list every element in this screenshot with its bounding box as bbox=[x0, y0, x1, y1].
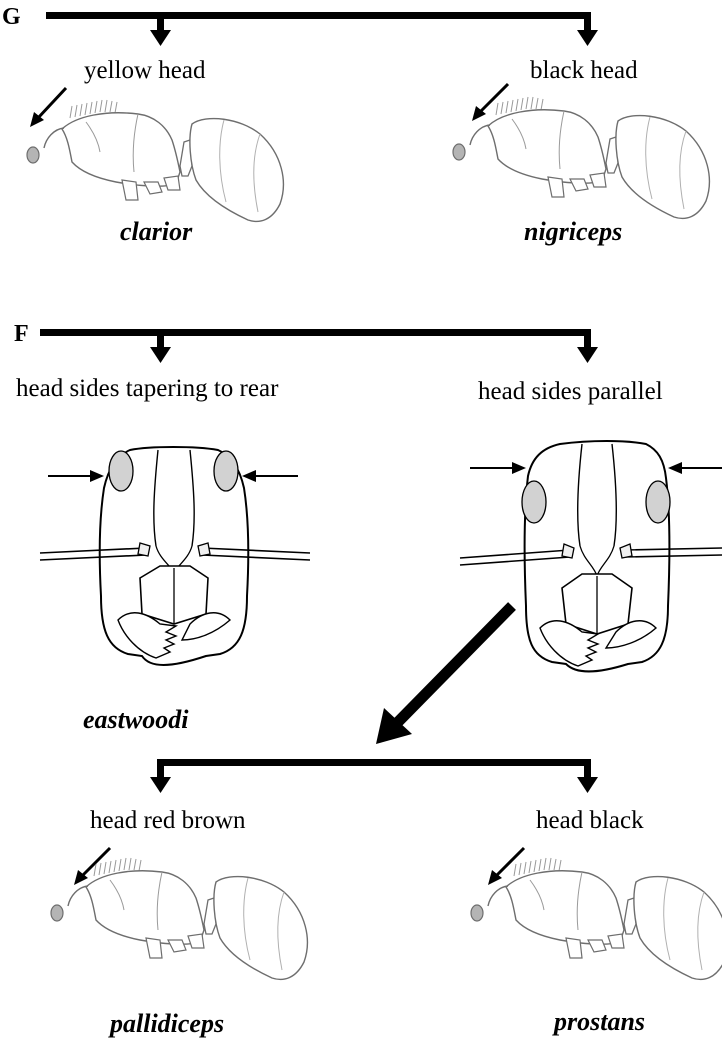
arrow-to-parallel-head-left-side bbox=[470, 462, 526, 474]
taxon-clarior: clarior bbox=[120, 219, 192, 245]
taxon-prostans: prostans bbox=[554, 1009, 645, 1035]
step-letter-f: F bbox=[14, 322, 29, 346]
clarior-ant-profile bbox=[27, 100, 283, 221]
arrow-to-head-right-side bbox=[242, 470, 298, 482]
character-black-head: black head bbox=[530, 58, 638, 83]
head-parallel-frontal-view bbox=[460, 441, 722, 672]
couplet-f-branches bbox=[40, 329, 598, 363]
pointer-arrow-yellow-head bbox=[30, 88, 66, 127]
pointer-arrow-head-red-brown bbox=[74, 848, 110, 885]
pallidiceps-ant-profile bbox=[51, 858, 307, 979]
character-head-sides-parallel: head sides parallel bbox=[478, 379, 663, 404]
taxon-pallidiceps: pallidiceps bbox=[110, 1011, 224, 1037]
nigriceps-ant-profile bbox=[453, 97, 709, 218]
head-tapering-frontal-view bbox=[40, 447, 310, 665]
taxon-nigriceps: nigriceps bbox=[524, 219, 622, 245]
couplet-g-branches bbox=[46, 12, 598, 46]
taxon-eastwoodi: eastwoodi bbox=[83, 707, 188, 733]
character-head-red-brown: head red brown bbox=[90, 808, 246, 833]
character-head-sides-tapering: head sides tapering to rear bbox=[16, 376, 278, 401]
prostans-ant-profile bbox=[471, 858, 722, 979]
character-head-black: head black bbox=[536, 808, 644, 833]
step-letter-g: G bbox=[2, 5, 21, 29]
arrow-to-next-couplet bbox=[376, 606, 512, 744]
arrow-to-parallel-head-right-side bbox=[668, 462, 722, 474]
couplet-next-branches bbox=[150, 759, 598, 793]
arrow-to-head-left-side bbox=[48, 470, 104, 482]
character-yellow-head: yellow head bbox=[84, 58, 205, 83]
